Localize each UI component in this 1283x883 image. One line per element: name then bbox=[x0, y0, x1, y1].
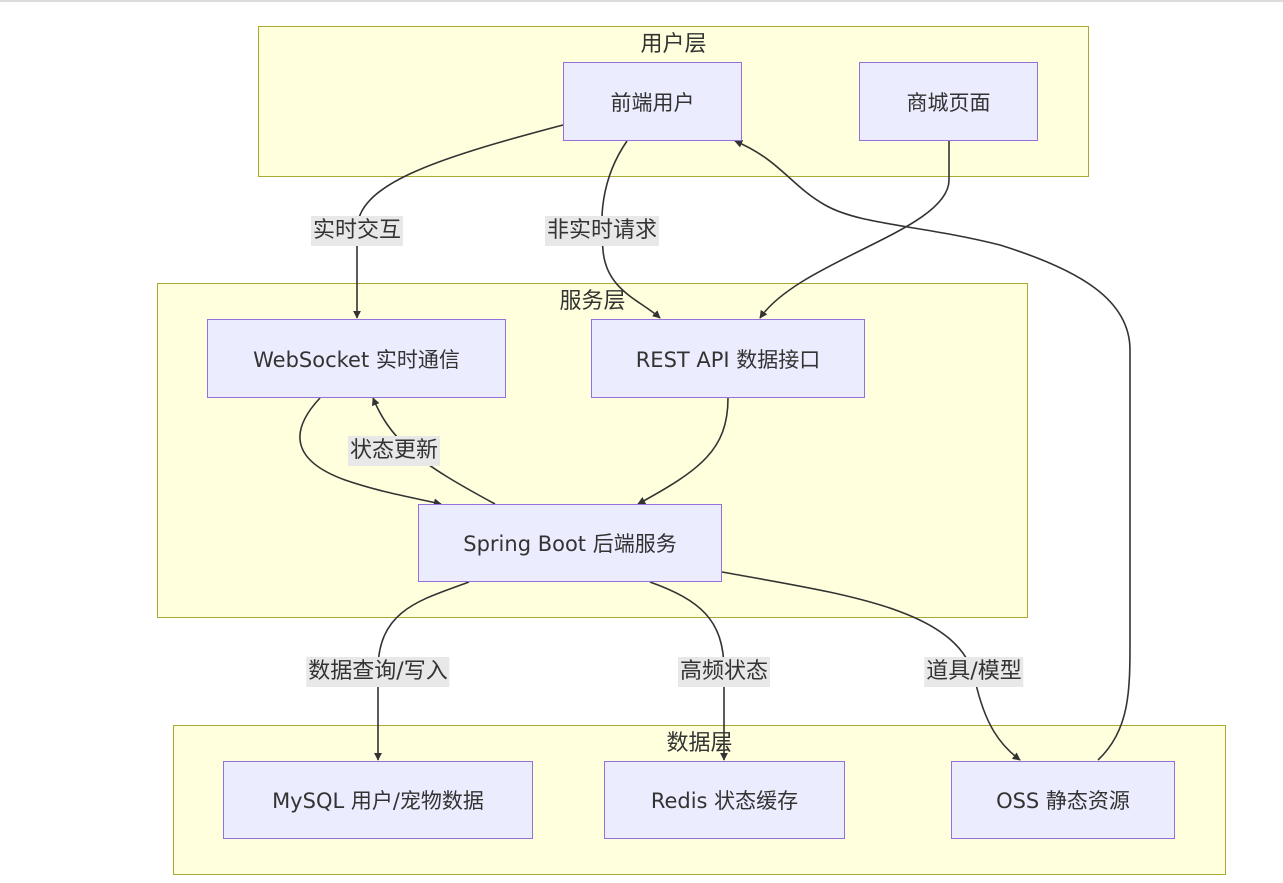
node-websocket: WebSocket 实时通信 bbox=[207, 319, 506, 398]
edge-mall-to-rest bbox=[759, 141, 950, 319]
edge-rest-to-springboot bbox=[637, 397, 729, 505]
node-spring-boot: Spring Boot 后端服务 bbox=[418, 504, 722, 582]
node-redis: Redis 状态缓存 bbox=[604, 761, 845, 839]
layer-service-title: 服务层 bbox=[559, 289, 626, 314]
edge-frontend-to-rest bbox=[600, 140, 661, 319]
node-mysql: MySQL 用户/宠物数据 bbox=[223, 761, 533, 839]
layer-user-title: 用户层 bbox=[640, 32, 707, 57]
edge-springboot-to-oss bbox=[721, 571, 1021, 761]
layer-data-title: 数据层 bbox=[666, 731, 733, 756]
edge-label-status-update: 状态更新 bbox=[347, 436, 441, 466]
edge-label-non-realtime: 非实时请求 bbox=[544, 216, 660, 246]
node-mall-page: 商城页面 bbox=[859, 62, 1038, 141]
top-divider bbox=[0, 0, 1283, 2]
edge-websocket-to-springboot bbox=[299, 397, 442, 507]
edge-label-db-query: 数据查询/写入 bbox=[306, 657, 450, 687]
edge-label-realtime: 实时交互 bbox=[310, 216, 404, 246]
edge-label-high-freq: 高频状态 bbox=[677, 657, 771, 687]
edge-oss-to-frontend bbox=[734, 140, 1131, 761]
node-rest-api: REST API 数据接口 bbox=[591, 319, 865, 398]
node-oss: OSS 静态资源 bbox=[951, 761, 1175, 839]
edge-label-props-models: 道具/模型 bbox=[924, 657, 1024, 687]
node-frontend-user: 前端用户 bbox=[563, 62, 742, 141]
